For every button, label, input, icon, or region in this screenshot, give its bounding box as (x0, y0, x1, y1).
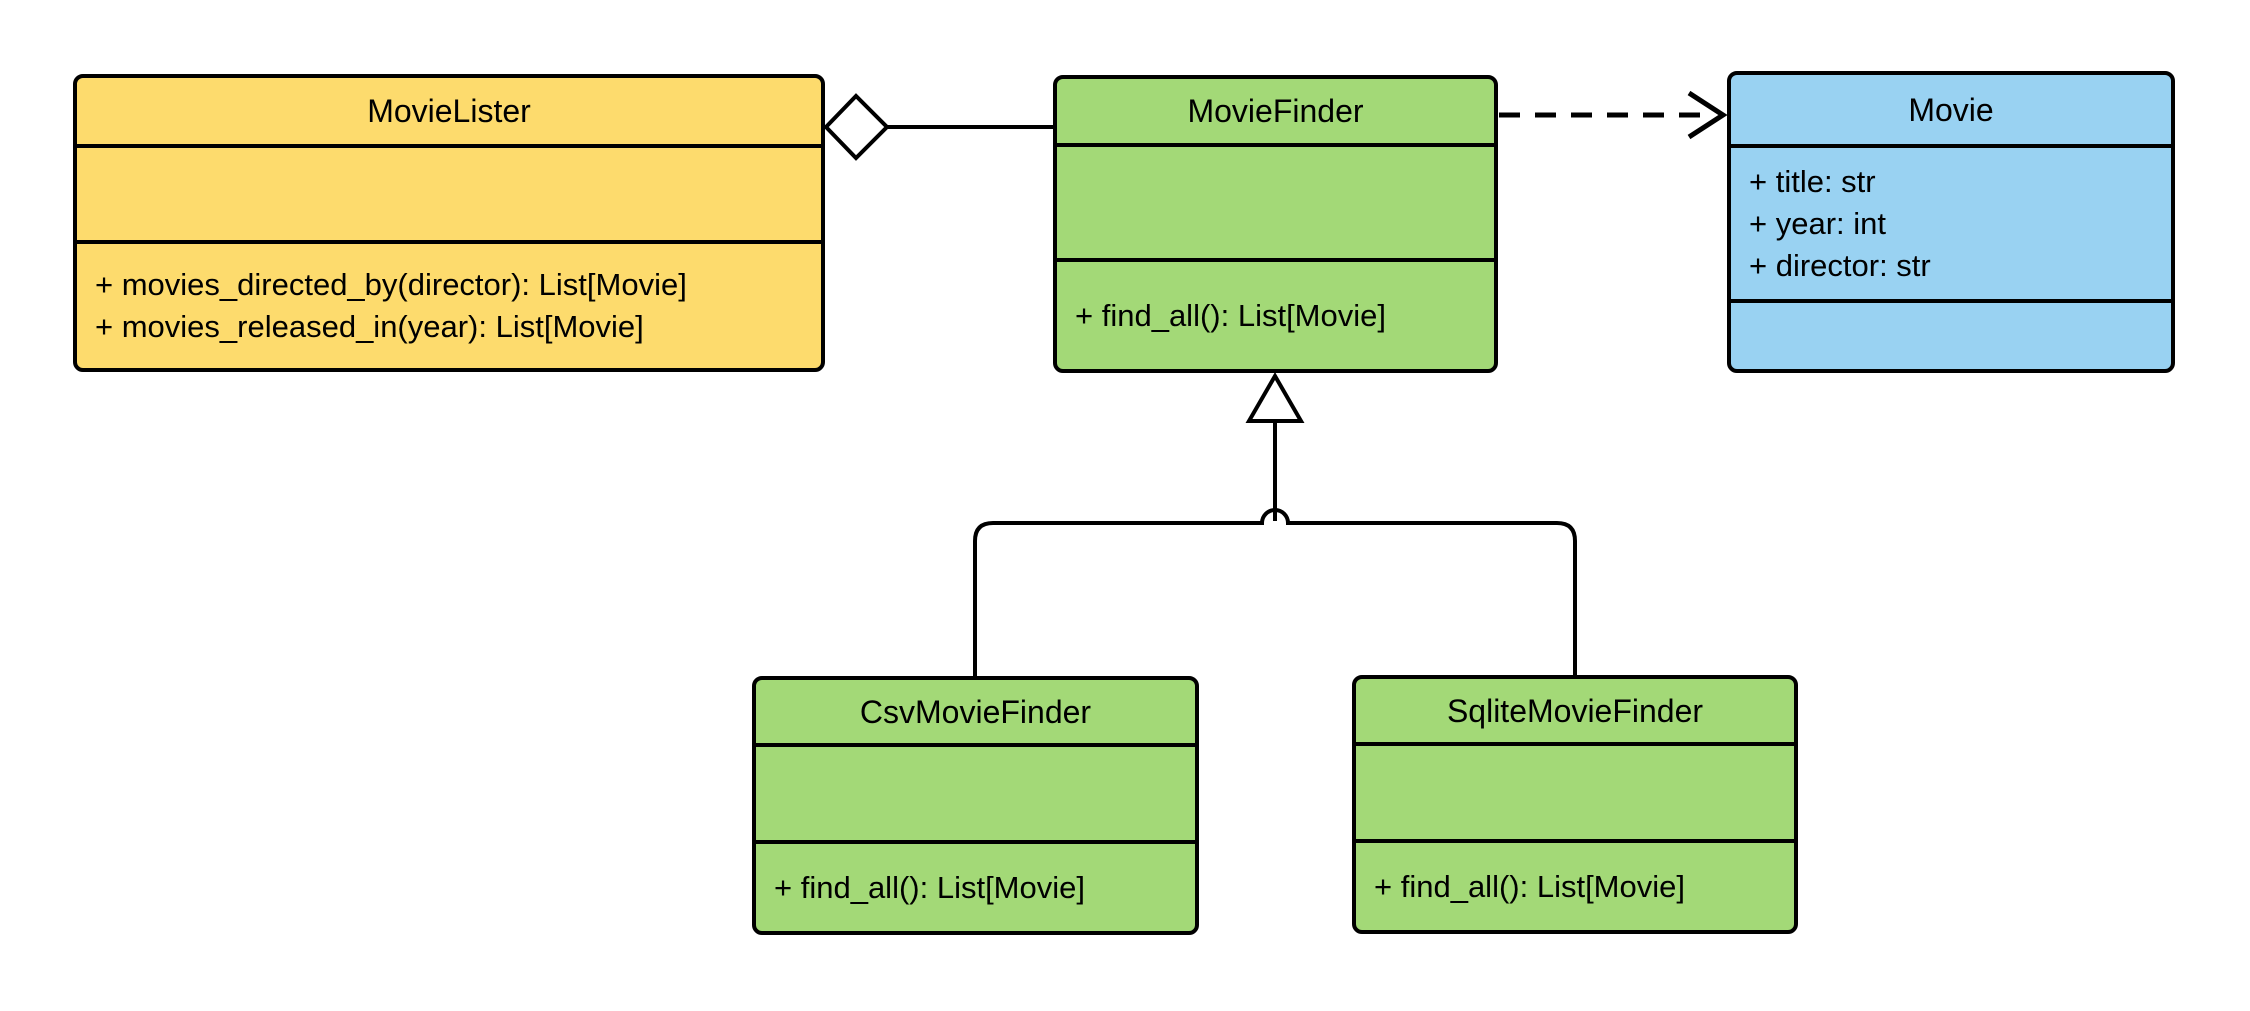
inheritance-connector-moviefinder-subclasses[interactable] (973, 372, 1577, 677)
class-movielister-title: MovieLister (367, 93, 531, 129)
class-csvmoviefinder-title: CsvMovieFinder (859, 693, 1092, 730)
method-line: + find_all(): List[Movie] (1374, 868, 1685, 904)
dependency-connector-moviefinder-movie[interactable] (1499, 90, 1728, 140)
class-sqlitemoviefinder-methods: + find_all(): List[Movie] (1356, 839, 1794, 930)
class-csvmoviefinder-methods: + find_all(): List[Movie] (756, 840, 1195, 931)
class-sqlitemoviefinder-attributes (1356, 742, 1794, 839)
inheritance-triangle-icon[interactable] (1245, 372, 1305, 423)
class-movie-title: Movie (1908, 91, 1994, 128)
class-movielister-methods: + movies_directed_by(director): List[Mov… (77, 240, 821, 368)
class-csvmoviefinder-attributes (756, 743, 1195, 840)
class-sqlitemoviefinder[interactable]: SqliteMovieFinder + find_all(): List[Mov… (1352, 675, 1798, 934)
class-sqlitemoviefinder-title: SqliteMovieFinder (1446, 692, 1704, 729)
class-moviefinder-title: MovieFinder (1187, 93, 1364, 129)
dependency-open-arrow-icon[interactable] (1687, 90, 1728, 140)
class-moviefinder[interactable]: MovieFinder + find_all(): List[Movie] (1053, 75, 1498, 373)
aggregation-connector-movielister-moviefinder[interactable] (823, 93, 1053, 161)
method-line: + find_all(): List[Movie] (774, 869, 1085, 905)
attribute-line: + director: str (1749, 247, 1931, 283)
aggregation-diamond-icon[interactable] (823, 93, 890, 161)
class-moviefinder-methods: + find_all(): List[Movie] (1057, 258, 1494, 369)
method-line: + movies_directed_by(director): List[Mov… (95, 267, 687, 302)
inheritance-branch-line[interactable] (973, 508, 1577, 677)
attribute-line: + year: int (1749, 205, 1886, 241)
class-movielister[interactable]: MovieLister + movies_directed_by(directo… (73, 74, 825, 372)
class-movielister-attributes (77, 144, 821, 240)
class-movie[interactable]: Movie + title: str + year: int + directo… (1727, 71, 2175, 373)
class-csvmoviefinder[interactable]: CsvMovieFinder + find_all(): List[Movie] (752, 676, 1199, 935)
class-movie-attributes: + title: str + year: int + director: str (1731, 144, 2171, 299)
attribute-line: + title: str (1749, 163, 1876, 199)
class-moviefinder-attributes (1057, 143, 1494, 258)
class-movie-methods (1731, 299, 2171, 369)
method-line: + movies_released_in(year): List[Movie] (95, 309, 644, 344)
method-line: + find_all(): List[Movie] (1075, 297, 1386, 333)
